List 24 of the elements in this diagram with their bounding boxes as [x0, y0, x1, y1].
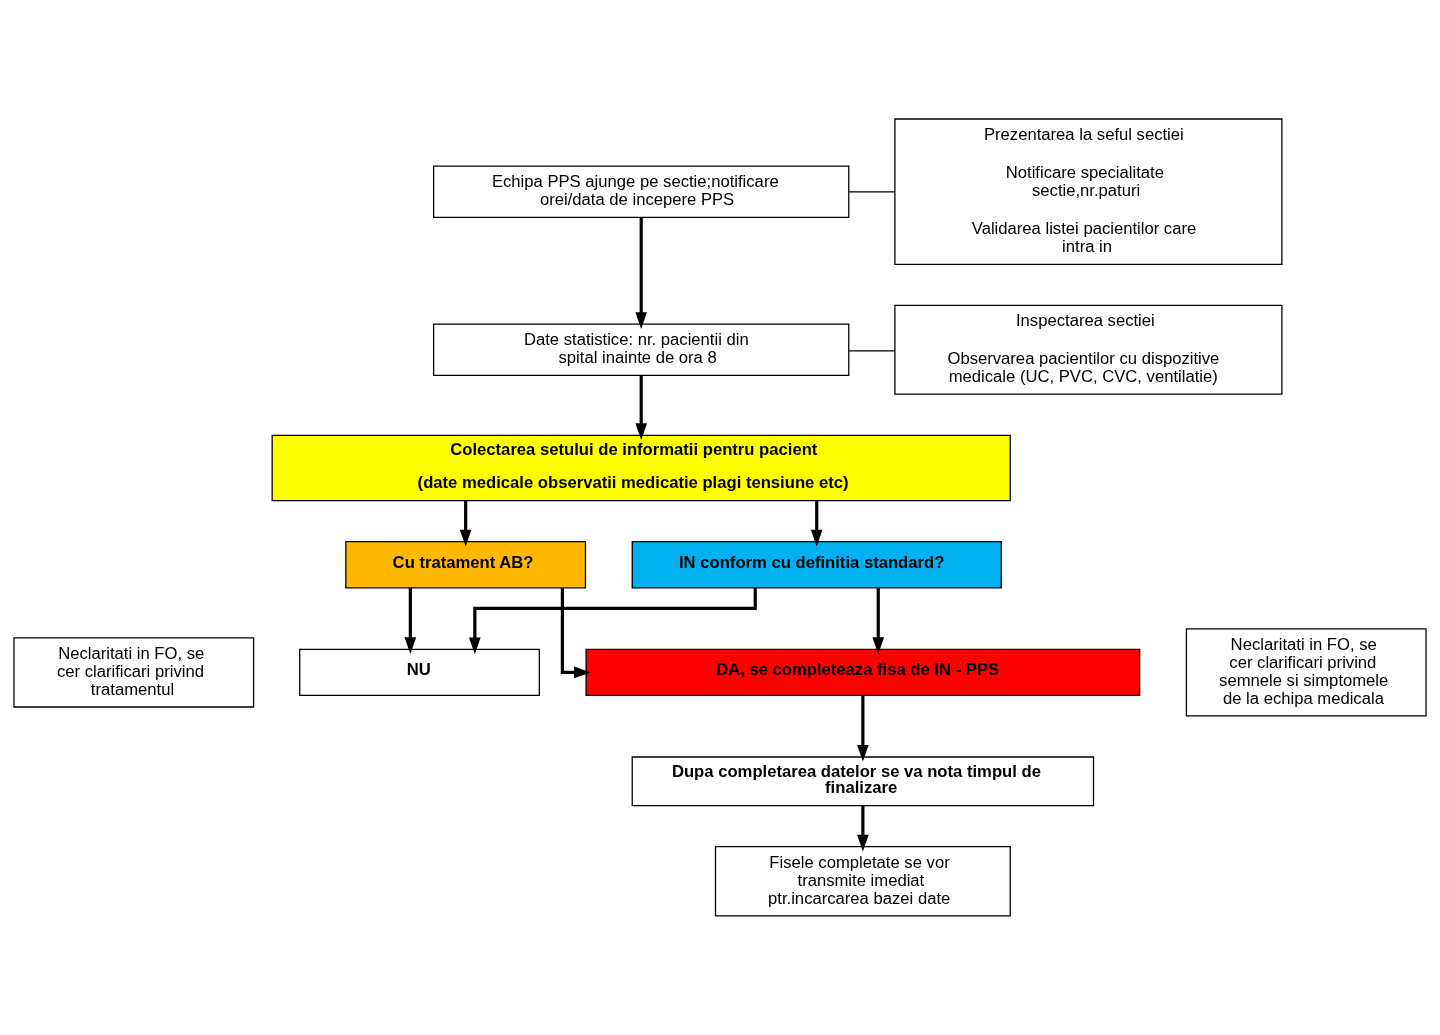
node-box: Neclaritati in FO, se cer clarificari privind semnele si simptomele de la echipa medicala	[1185, 628, 1427, 717]
node-box: Prezentarea la seful sectiei Notificare specialitate sectie,nr.paturi Validarea listei pacientilor care intra in	[894, 118, 1283, 265]
arrow	[635, 375, 648, 441]
node-box: Date statistice: nr. pacientii din spital inainte de ora 8	[433, 323, 850, 377]
node-box: Echipa PPS ajunge pe sectie;notificare orei/data de incepere PPS	[433, 165, 850, 218]
arrow	[560, 588, 591, 679]
arrow	[635, 217, 648, 329]
node-box: Inspectarea sectiei Observarea pacientilor cu dispozitive medicale (UC, PVC, CVC, ventilatie)	[894, 304, 1283, 395]
node-box: IN conform cu definitia standard?	[631, 541, 1002, 589]
connector	[848, 350, 896, 352]
arrow	[857, 806, 869, 852]
node-box: Neclaritati in FO, se cer clarificari privind tratamentul	[13, 637, 255, 708]
node-box: Colectarea setului de informatii pentru pacient (date medicale observatii medicatie plagi tensiune etc)	[271, 434, 1011, 502]
arrow	[872, 588, 885, 654]
arrow	[404, 588, 417, 654]
node-box: NU	[299, 648, 540, 697]
node-box: Dupa completarea datelor se va nota timpul de finalizare	[631, 756, 1095, 807]
arrow	[810, 500, 823, 547]
arrow	[857, 695, 869, 762]
arrow	[459, 500, 472, 547]
connector	[848, 191, 896, 193]
node-box: Fisele completate se vor transmite imediat ptr.incarcarea bazei date	[714, 846, 1011, 917]
node-box: DA, se completeaza fisa de IN - PPS	[585, 648, 1141, 697]
node-box: Cu tratament AB?	[345, 541, 587, 589]
